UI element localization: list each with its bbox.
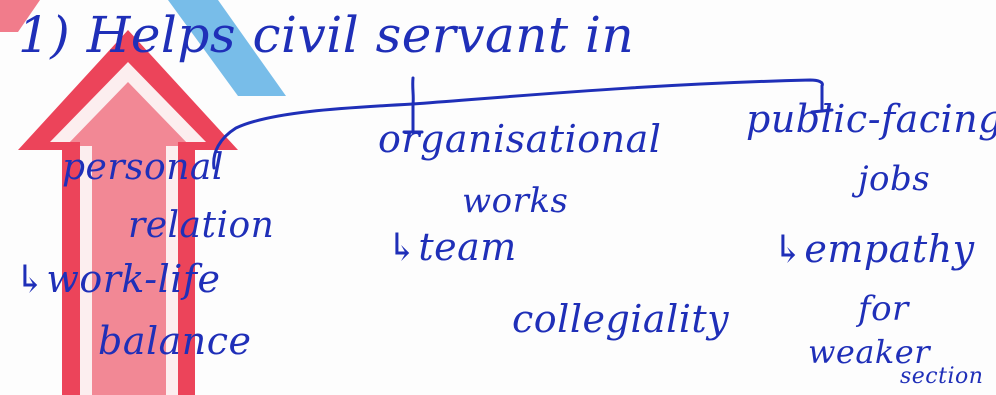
connector-bar-left — [212, 102, 415, 170]
branch-personal-sub: ↳work-life — [14, 257, 221, 301]
branch-personal-sub-2: balance — [98, 319, 252, 363]
branch-personal-title: personal — [62, 147, 224, 188]
branch-public-title-2: jobs — [858, 159, 931, 199]
branch-public-sub-4: section — [900, 364, 984, 389]
connector-bar-right — [411, 78, 824, 106]
branch-organisational-title: organisational — [378, 117, 662, 161]
branch-organisational-sub: ↳team — [386, 225, 517, 269]
arrow-right-head — [810, 108, 834, 114]
branch-public-sub-3: weaker — [808, 333, 931, 371]
branch-public-sub: ↳empathy — [772, 227, 975, 271]
branch-public-title: public-facing — [746, 97, 996, 141]
branch-public-sub-2: for — [858, 289, 909, 329]
branch-organisational-title-2: works — [462, 181, 569, 221]
branch-personal-title-2: relation — [128, 205, 275, 246]
connector-stem — [411, 76, 415, 106]
notes-heading: 1) Helps civil servant in — [18, 6, 635, 64]
branch-organisational-sub-2: collegiality — [512, 297, 730, 341]
